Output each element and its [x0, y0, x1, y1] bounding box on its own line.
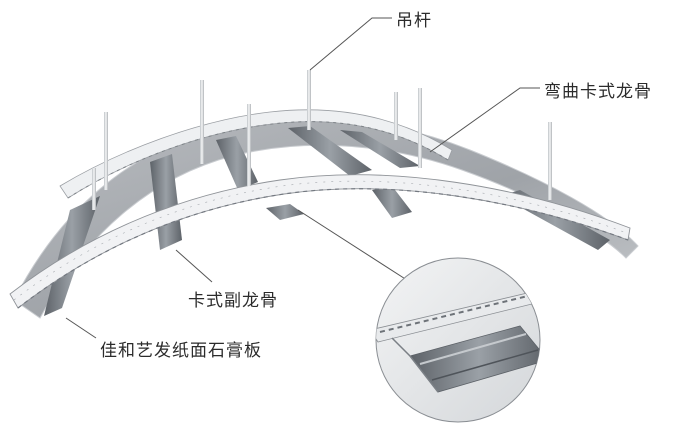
leader-lines — [65, 17, 540, 339]
curved-main-keel-front — [9, 174, 631, 309]
hanger-rod-group — [92, 70, 552, 210]
label-curved-main-keel: 弯曲卡式龙骨 — [544, 82, 652, 102]
hanger-rod — [548, 122, 552, 200]
hanger-rod — [307, 70, 311, 130]
sub-keel — [288, 126, 372, 176]
leader-sub-keel — [175, 249, 213, 283]
hanger-rod — [418, 88, 422, 168]
hanger-rod — [92, 168, 96, 210]
hanger-rod — [247, 104, 251, 186]
sub-keel — [372, 186, 412, 218]
detail-zoom-view — [375, 257, 541, 423]
label-hanger-rod: 吊杆 — [396, 11, 432, 31]
hanger-rod — [104, 112, 108, 190]
label-card-sub-keel: 卡式副龙骨 — [188, 291, 278, 311]
leader-gypsum-board — [65, 317, 97, 339]
sub-keel — [266, 204, 304, 220]
hanger-rod — [394, 92, 398, 140]
leader-zoom — [297, 209, 411, 283]
hanger-rod — [200, 80, 204, 164]
label-gypsum-board: 佳和艺发纸面石膏板 — [100, 341, 262, 361]
leader-curved-keel — [429, 87, 540, 153]
sub-keel — [340, 130, 420, 168]
leader-hanger-rod — [309, 17, 392, 71]
